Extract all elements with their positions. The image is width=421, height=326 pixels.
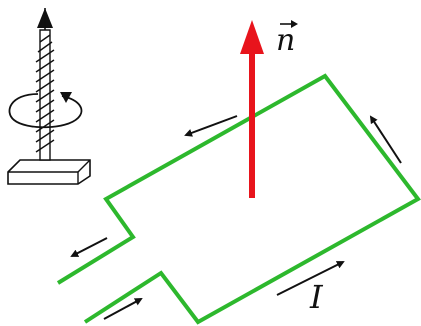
vector-bar-tip <box>291 20 298 28</box>
normal-label-group: n <box>276 20 298 58</box>
rotation-arrow-icon <box>8 92 83 129</box>
current-label: I <box>309 278 324 316</box>
normal-label: n <box>276 23 295 58</box>
current-direction-arrow <box>103 298 143 320</box>
current-direction-arrow <box>276 261 345 296</box>
current-direction-arrow <box>70 237 108 257</box>
current-loop <box>56 73 421 325</box>
current-direction-arrow <box>369 115 402 164</box>
current-direction-arrow <box>184 115 238 137</box>
right-hand-screw-icon <box>7 8 91 185</box>
normal-vector-arrow <box>240 20 264 198</box>
